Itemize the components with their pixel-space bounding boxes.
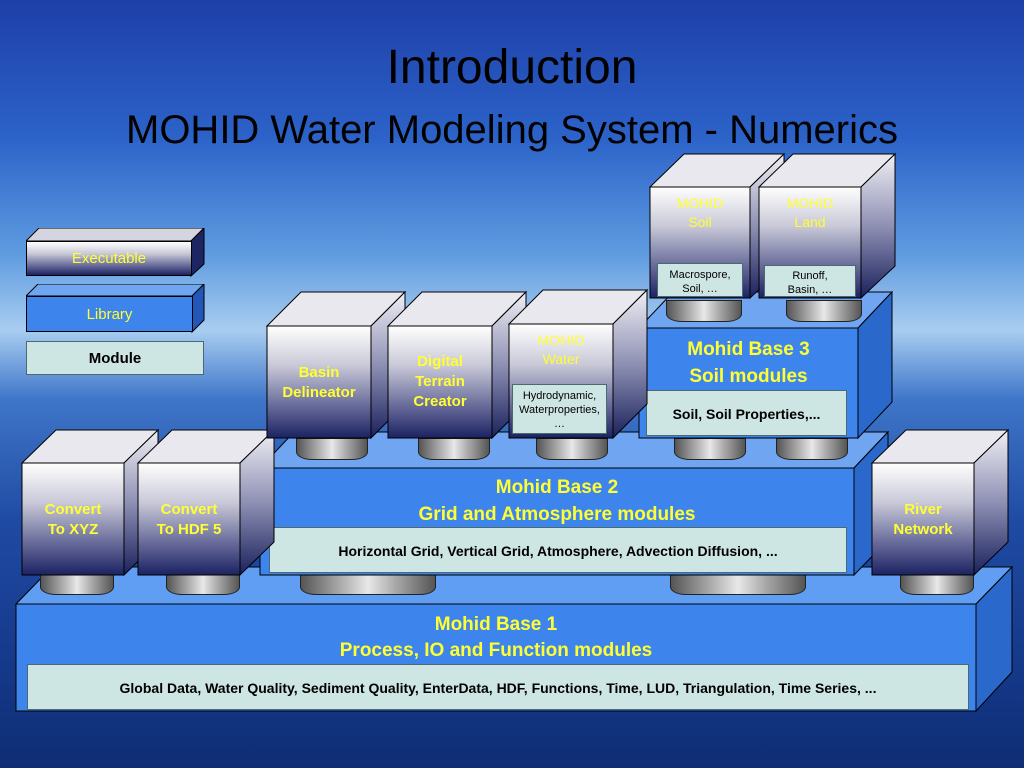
legend-library-box [26,284,205,334]
connector-cylinder [786,300,862,322]
mohid-water-modules: Hydrodynamic, Waterproperties, … [512,384,607,434]
exe-label-line: MOHID [676,195,724,211]
mohid-land-modules: Runoff, Basin, … [764,265,856,297]
exe-convert-hdf5: Convert To HDF 5 [138,500,240,540]
base2-title: Mohid Base 2 Grid and Atmosphere modules [260,474,854,528]
legend-executable: Executable [26,228,206,278]
base2-modules: Horizontal Grid, Vertical Grid, Atmosphe… [269,527,847,573]
exe-label-line: MOHID [786,195,834,211]
page-subtitle: MOHID Water Modeling System - Numerics [126,108,898,152]
exe-convert-xyz: Convert To XYZ [22,500,124,540]
base3-title-line1: Mohid Base 3 [687,339,810,360]
module-line: Waterproperties, [519,404,600,416]
base3-modules: Soil, Soil Properties,... [646,390,847,436]
exe-label-line: Terrain [415,373,465,390]
module-line: Runoff, [792,270,828,282]
module-line: Macrospore, [669,269,731,281]
base1-title: Mohid Base 1 Process, IO and Function mo… [16,612,976,664]
exe-label-line: Creator [413,393,467,410]
exe-label-line: To XYZ [47,521,99,538]
base1-title-line1: Mohid Base 1 [434,614,558,635]
exe-label-line: River [904,501,942,518]
base1-title-line2: Process, IO and Function modules [339,640,653,661]
legend-executable-label: Executable [26,241,192,276]
exe-mohid-soil: MOHID Soil [650,194,750,232]
exe-label-line: Convert [160,501,218,518]
exe-mohid-land: MOHID Land [759,194,861,232]
legend-library: Library [26,284,206,334]
exe-mohid-water: MOHID Water [509,331,613,369]
base3-title-line2: Soil modules [689,366,808,387]
exe-label-line: To HDF 5 [156,521,222,538]
exe-digital-terrain-creator: Digital Terrain Creator [388,352,492,412]
module-line: Hydrodynamic, [522,390,597,402]
base3-title: Mohid Base 3 Soil modules [639,336,858,390]
page-title: Introduction [386,41,638,94]
legend-library-label: Library [26,296,193,332]
legend-module: Module [26,341,204,375]
exe-label-line: Convert [44,501,102,518]
exe-label-line: Water [542,351,580,367]
exe-label-line: Digital [417,353,463,370]
exe-label-line: Network [893,521,953,538]
module-line: … [554,418,565,430]
exe-label-line: Soil [688,214,712,230]
mohid-soil-modules: Macrospore, Soil, … [657,263,743,297]
base2-title-line1: Mohid Base 2 [495,477,619,498]
exe-label-line: Basin [298,364,340,381]
module-line: Soil, … [682,283,718,295]
base1-modules: Global Data, Water Quality, Sediment Qua… [27,664,969,710]
module-line: Basin, … [787,284,833,296]
base2-title-line2: Grid and Atmosphere modules [418,504,696,525]
connector-cylinder [666,300,742,322]
exe-label-line: Land [794,214,826,230]
exe-basin-delineator: Basin Delineator [267,363,371,403]
exe-label-line: MOHID [537,332,585,348]
exe-river-network: River Network [872,500,974,540]
exe-label-line: Delineator [282,384,356,401]
